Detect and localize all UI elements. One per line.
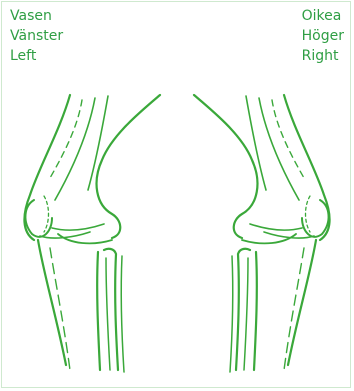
right-knee-illustration — [194, 95, 330, 372]
left-knee-illustration — [24, 95, 160, 372]
